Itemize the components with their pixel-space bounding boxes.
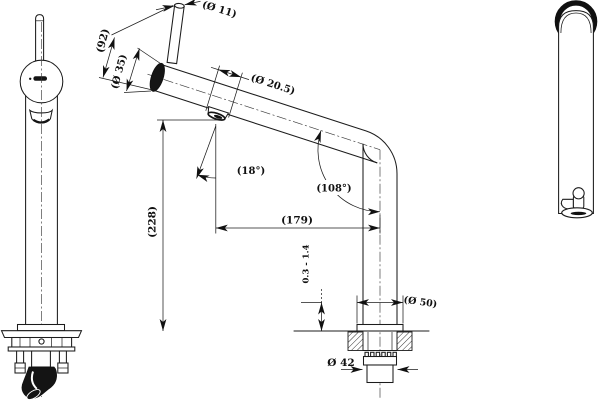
set-screw	[38, 338, 45, 345]
supply-elbow	[21, 366, 57, 399]
brand-mark	[33, 76, 47, 81]
escutcheon-flange	[356, 323, 404, 332]
mounting-nut-hatch	[396, 331, 413, 351]
dim-spout-height: (228)	[147, 206, 159, 238]
end-cap	[149, 62, 165, 92]
dim-outlet-angle: (18°)	[237, 166, 265, 177]
threaded-shank	[366, 364, 394, 384]
mixer-lever	[166, 2, 185, 65]
aerator-front	[570, 211, 587, 216]
brand-dot	[29, 77, 32, 81]
dim-outlet-diameter-line	[218, 69, 242, 78]
base-collar	[16, 323, 66, 332]
dim-bend-angle: (108°)	[316, 184, 351, 195]
handle-lever	[35, 14, 45, 63]
dim-bend-angle-arc	[314, 130, 381, 216]
dim-lever-diameter: (Ø 11)	[201, 0, 238, 21]
dim-head-length: (92)	[94, 27, 112, 54]
dim-head-length-line	[102, 37, 115, 78]
spout-pipe-inner-edge	[362, 143, 378, 326]
dim-outlet-angle-arc	[197, 174, 216, 183]
spout-centerline	[147, 73, 381, 151]
spout-tube-front	[558, 10, 594, 215]
base-flange	[0, 330, 83, 339]
dim-outlet-diameter: (Ø 20.5)	[249, 73, 296, 98]
elbow-cap	[26, 389, 41, 400]
dim-escutcheon-diameter: (Ø 50)	[403, 295, 438, 311]
outlet-axis-line	[196, 125, 217, 179]
supply-stem	[31, 350, 51, 368]
front-view	[554, 0, 598, 219]
bracket-plate	[7, 346, 76, 352]
dimension-view: (Ø 11) (92) (Ø 35) (Ø 20.5) (18°) (108°)…	[94, 0, 438, 398]
mounting-bolt	[16, 350, 25, 364]
dim-horizontal-reach: (179)	[281, 215, 313, 227]
spout-pipe-outer-edge	[161, 64, 398, 326]
dim-pipe-diameter: (Ø 35)	[110, 53, 130, 90]
mounting-bolt	[58, 350, 67, 364]
lock-ring	[362, 351, 398, 366]
dim-locknut-diameter: Ø 42	[327, 357, 354, 369]
lever-knob-front	[572, 187, 585, 200]
outlet-nozzle	[207, 105, 230, 121]
side-view	[0, 14, 83, 400]
spout-pipe-lower-edge	[151, 89, 378, 164]
mounting-nut-hatch	[347, 331, 364, 351]
dim-pipe-diameter-line	[126, 48, 140, 92]
dim-deck-thickness: 0.3 - 1.4	[302, 244, 312, 283]
